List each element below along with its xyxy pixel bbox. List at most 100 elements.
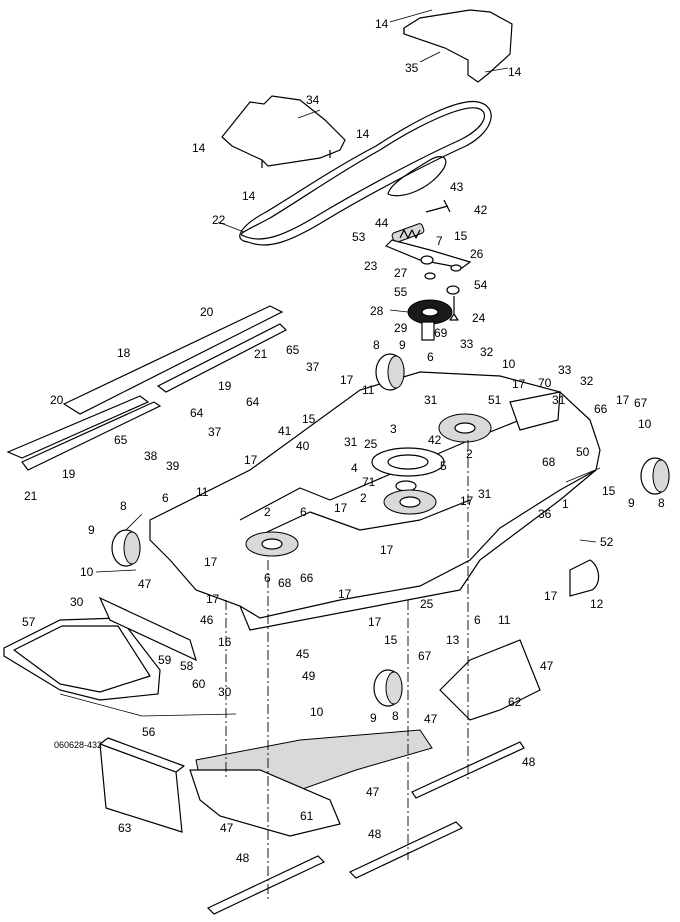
callout-64: 64 bbox=[190, 406, 204, 420]
callout-2: 2 bbox=[264, 505, 271, 519]
callout-15: 15 bbox=[302, 412, 316, 426]
callout-21: 21 bbox=[24, 489, 38, 503]
callout-14: 14 bbox=[192, 141, 206, 155]
callout-31: 31 bbox=[478, 487, 492, 501]
callout-8: 8 bbox=[658, 496, 665, 510]
callout-62: 62 bbox=[508, 695, 522, 709]
drawing-number: 060628-432 bbox=[54, 740, 102, 750]
callout-65: 65 bbox=[286, 343, 300, 357]
callout-37: 37 bbox=[208, 425, 222, 439]
callout-48: 48 bbox=[368, 827, 382, 841]
callout-59: 59 bbox=[158, 653, 172, 667]
callout-11: 11 bbox=[196, 485, 209, 499]
callout-10: 10 bbox=[310, 705, 324, 719]
callout-17: 17 bbox=[340, 373, 354, 387]
callout-46: 46 bbox=[200, 613, 214, 627]
callout-50: 50 bbox=[576, 445, 590, 459]
callout-17: 17 bbox=[544, 589, 558, 603]
callout-6: 6 bbox=[427, 350, 434, 364]
callout-36: 36 bbox=[538, 507, 552, 521]
callout-20: 20 bbox=[200, 305, 214, 319]
callout-43: 43 bbox=[450, 180, 464, 194]
callout-47: 47 bbox=[540, 659, 554, 673]
callout-8: 8 bbox=[392, 709, 399, 723]
callout-1: 1 bbox=[562, 497, 569, 511]
callout-8: 8 bbox=[120, 499, 127, 513]
callout-15: 15 bbox=[454, 229, 468, 243]
callout-35: 35 bbox=[405, 61, 419, 75]
callout-25: 25 bbox=[420, 597, 434, 611]
callout-47: 47 bbox=[220, 821, 234, 835]
callout-67: 67 bbox=[418, 649, 432, 663]
front-belt-cover bbox=[221, 95, 346, 168]
callout-14: 14 bbox=[356, 127, 370, 141]
callout-5: 5 bbox=[440, 459, 447, 473]
callout-10: 10 bbox=[80, 565, 94, 579]
callout-29: 29 bbox=[394, 321, 408, 335]
callout-31: 31 bbox=[552, 393, 566, 407]
callout-56: 56 bbox=[142, 725, 156, 739]
callout-61: 61 bbox=[300, 809, 314, 823]
callout-31: 31 bbox=[424, 393, 438, 407]
callout-2: 2 bbox=[466, 447, 473, 461]
deck-baffle-strips bbox=[6, 305, 288, 471]
assembly-centerlines bbox=[225, 440, 469, 900]
callout-6: 6 bbox=[474, 613, 481, 627]
callout-3: 3 bbox=[390, 422, 397, 436]
callout-20: 20 bbox=[50, 393, 64, 407]
callout-25: 25 bbox=[364, 437, 378, 451]
callout-10: 10 bbox=[638, 417, 652, 431]
callout-47: 47 bbox=[138, 577, 152, 591]
discharge-chute bbox=[3, 596, 197, 701]
callout-14: 14 bbox=[508, 65, 522, 79]
callout-71: 71 bbox=[362, 475, 376, 489]
callout-39: 39 bbox=[166, 459, 180, 473]
callout-15: 15 bbox=[602, 484, 616, 498]
callout-17: 17 bbox=[616, 393, 630, 407]
callout-9: 9 bbox=[88, 523, 95, 537]
callout-47: 47 bbox=[424, 712, 438, 726]
callout-4: 4 bbox=[351, 461, 358, 475]
callout-42: 42 bbox=[474, 203, 488, 217]
callout-28: 28 bbox=[370, 304, 384, 318]
callout-2: 2 bbox=[360, 491, 367, 505]
callout-8: 8 bbox=[373, 338, 380, 352]
callout-38: 38 bbox=[144, 449, 158, 463]
callout-54: 54 bbox=[474, 278, 488, 292]
callout-37: 37 bbox=[306, 360, 320, 374]
callout-6: 6 bbox=[264, 571, 271, 585]
callout-47: 47 bbox=[366, 785, 380, 799]
callout-17: 17 bbox=[338, 587, 352, 601]
callout-6: 6 bbox=[300, 505, 307, 519]
callout-17: 17 bbox=[368, 615, 382, 629]
callout-60: 60 bbox=[192, 677, 206, 691]
callout-48: 48 bbox=[236, 851, 250, 865]
callout-27: 27 bbox=[394, 266, 408, 280]
spindle-pulleys bbox=[245, 413, 492, 557]
callout-9: 9 bbox=[370, 711, 377, 725]
callout-19: 19 bbox=[218, 379, 232, 393]
callout-15: 15 bbox=[384, 633, 398, 647]
callout-64: 64 bbox=[246, 395, 260, 409]
callout-23: 23 bbox=[364, 259, 378, 273]
callout-67: 67 bbox=[634, 396, 648, 410]
callout-58: 58 bbox=[180, 659, 194, 673]
callout-42: 42 bbox=[428, 433, 442, 447]
callout-33: 33 bbox=[558, 363, 572, 377]
callout-48: 48 bbox=[522, 755, 536, 769]
callout-17: 17 bbox=[204, 555, 218, 569]
callout-17: 17 bbox=[334, 501, 348, 515]
drive-belt bbox=[239, 100, 492, 246]
callout-7: 7 bbox=[436, 234, 443, 248]
callout-68: 68 bbox=[542, 455, 556, 469]
callout-6: 6 bbox=[162, 491, 169, 505]
callout-17: 17 bbox=[244, 453, 258, 467]
callout-21: 21 bbox=[254, 347, 268, 361]
callout-41: 41 bbox=[278, 424, 292, 438]
rear-belt-cover bbox=[403, 9, 513, 83]
callout-33: 33 bbox=[460, 337, 474, 351]
idler-assembly bbox=[384, 199, 472, 341]
callout-66: 66 bbox=[300, 571, 314, 585]
callout-labels: 14 35 14 34 14 14 14 22 43 42 44 53 7 15… bbox=[22, 17, 665, 865]
